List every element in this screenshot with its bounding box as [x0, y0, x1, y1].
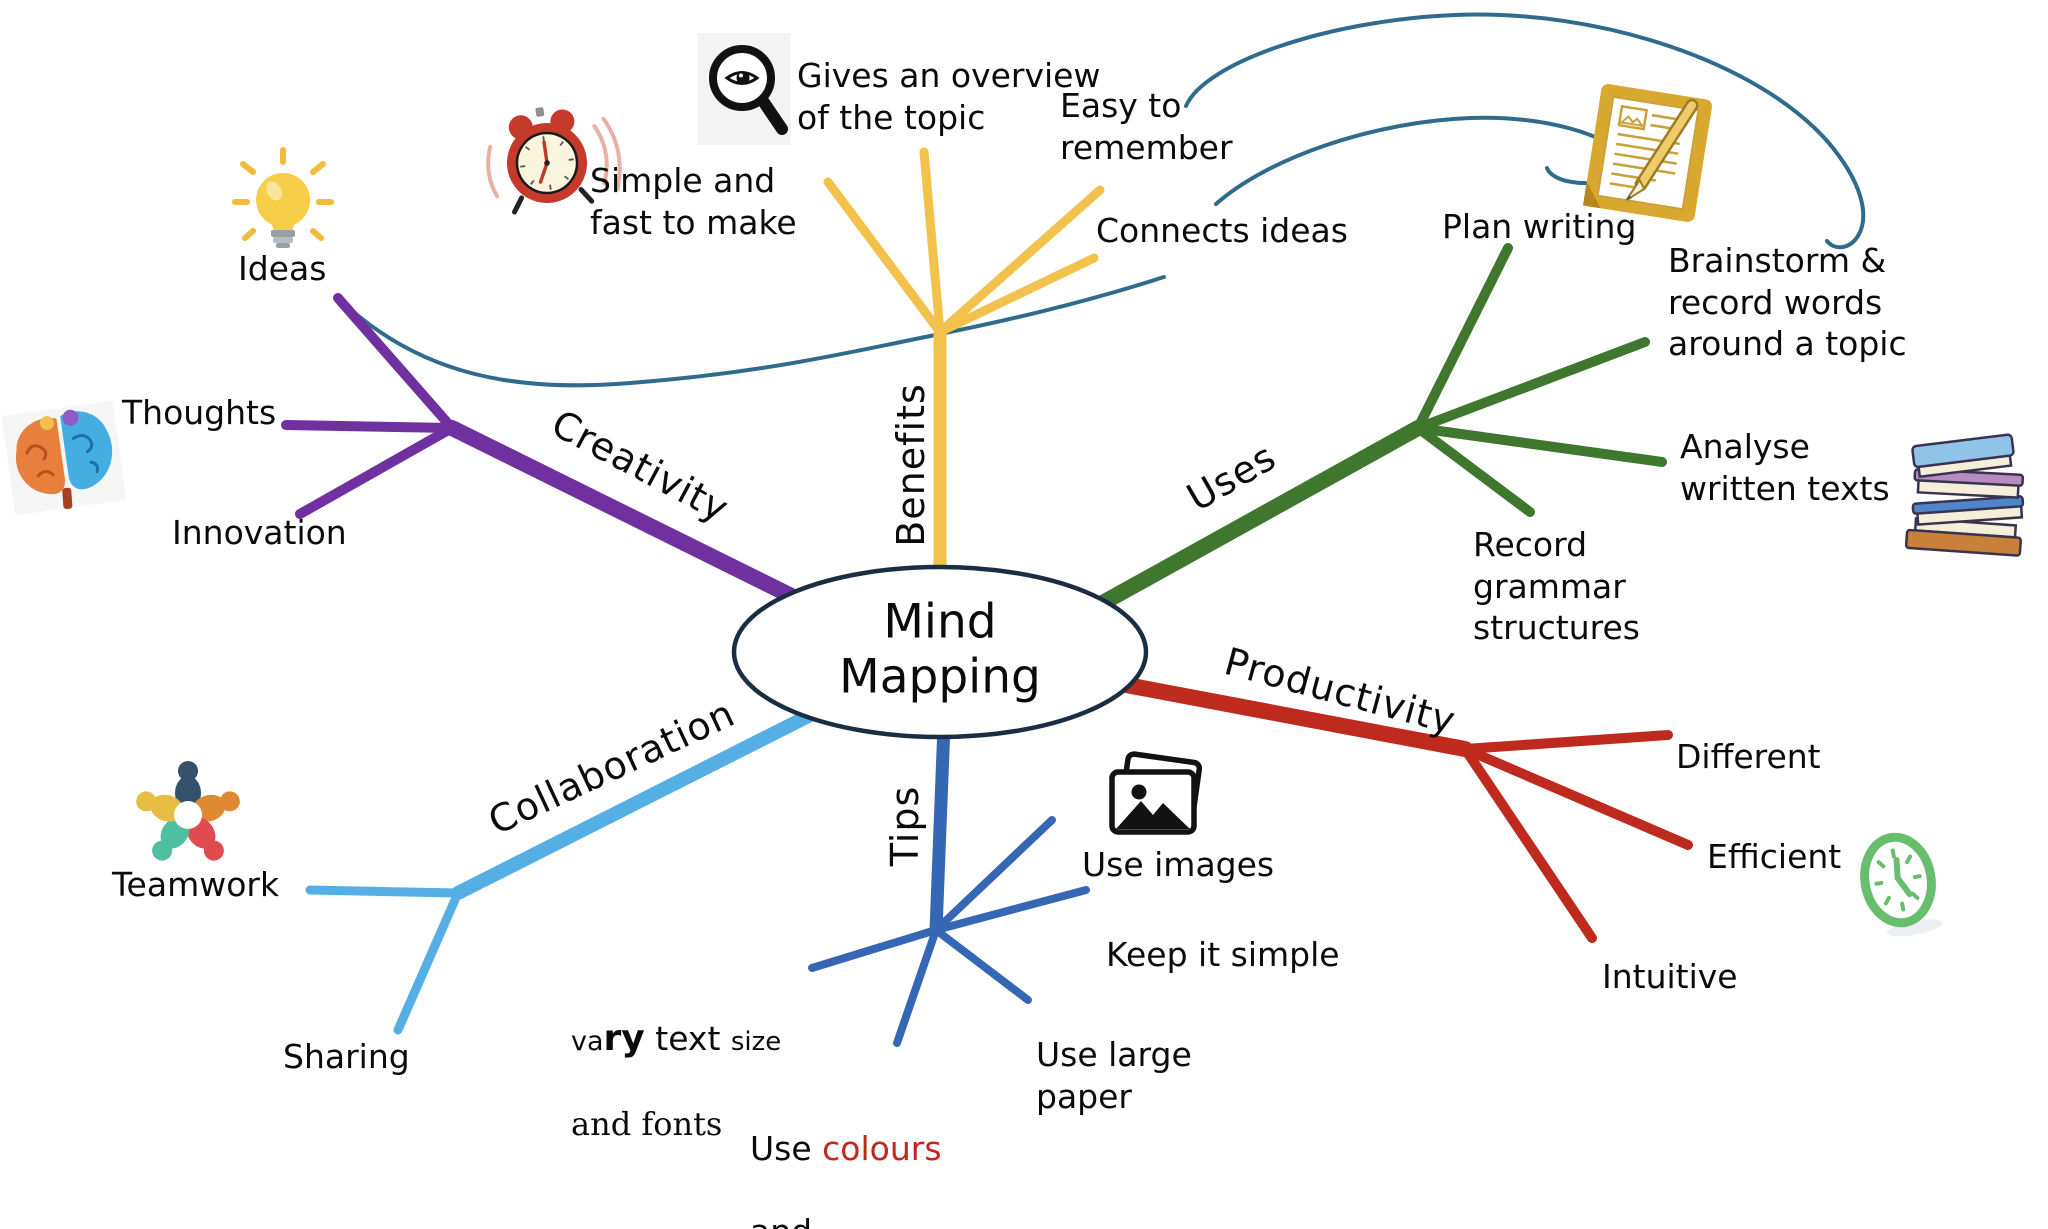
collaboration-main-line — [451, 693, 847, 900]
innovation-label: Innovation — [172, 513, 347, 552]
uses-main-line — [1082, 420, 1426, 618]
analyse-line — [1413, 423, 1667, 467]
clock-icon — [1860, 832, 1943, 937]
thoughts-label: Thoughts — [122, 393, 277, 432]
teamwork-line — [305, 885, 463, 898]
large-paper-label: Use large paper — [1036, 1035, 1192, 1116]
use-images-label: Use images — [1082, 845, 1275, 884]
use-colours-line — [893, 926, 940, 1047]
use-colours-label: Use colours and highlighting — [750, 1086, 952, 1229]
different-line — [1460, 730, 1673, 754]
large-paper-line — [932, 926, 1032, 1004]
use-images-line — [932, 816, 1056, 934]
use-colours-word-colours: colours — [822, 1128, 942, 1168]
photos-icon — [1109, 751, 1203, 835]
analyse-label: Analyse written texts — [1680, 427, 1890, 508]
grammar-label: Record grammar structures — [1473, 525, 1640, 648]
productivity-branch — [1092, 672, 1693, 943]
vary-word-size: size — [730, 1026, 782, 1057]
books-stack-icon — [1904, 433, 2025, 557]
creativity-main-line — [444, 420, 858, 633]
creativity-branch — [281, 293, 858, 633]
center-topic-ellipse — [731, 564, 1149, 740]
thoughts-line — [281, 420, 457, 433]
tips-label: Tips — [883, 785, 928, 867]
vary-text-line — [808, 926, 940, 972]
keep-simple-line — [932, 886, 1090, 934]
ideas-line — [333, 293, 457, 433]
connector-curve-connects-to-plan-writing — [1214, 115, 1628, 206]
magnifier-eye-icon — [697, 33, 791, 145]
brainstorm-line — [1413, 337, 1650, 433]
center-topic-label: Mind Mapping — [839, 594, 1041, 705]
lightbulb-icon — [232, 147, 334, 248]
connector-curve-ideas-to-connects — [334, 275, 1166, 388]
brainstorm-label: Brainstorm & record words around a topic — [1668, 241, 1907, 364]
innovation-line — [295, 423, 457, 519]
productivity-main-line — [1092, 672, 1473, 757]
notepad-pencil-icon — [1582, 84, 1713, 222]
benefits-label: Benefits — [889, 383, 934, 547]
benefits-branch — [823, 147, 1105, 647]
easy-remember-line — [935, 185, 1105, 337]
overview-label: Gives an overview of the topic — [797, 56, 1101, 137]
uses-branch — [1082, 243, 1667, 618]
efficient-label: Efficient — [1707, 837, 1842, 876]
plan-writing-label: Plan writing — [1442, 207, 1637, 246]
efficient-line — [1460, 744, 1693, 850]
tips-branch — [808, 693, 1090, 1047]
sharing-label: Sharing — [283, 1037, 410, 1076]
simple-fast-line — [823, 177, 945, 337]
connector-curve-remember-to-brainstorm — [1184, 12, 1866, 250]
sharing-line — [393, 888, 463, 1035]
easy-remember-label: Easy to remember — [1060, 86, 1233, 167]
intuitive-label: Intuitive — [1602, 957, 1738, 996]
overview-line — [919, 147, 945, 337]
plan-writing-line — [1413, 243, 1513, 433]
intuitive-line — [1460, 744, 1597, 943]
collaboration-branch — [305, 693, 847, 1035]
brain-icon — [1, 400, 127, 516]
vary-word-ry: ry — [603, 1017, 645, 1059]
use-colours-word-use: Use — [750, 1128, 823, 1168]
alarm-clock-icon — [486, 107, 622, 215]
connects-ideas-label: Connects ideas — [1096, 211, 1348, 250]
different-label: Different — [1676, 737, 1821, 776]
vary-word-text: text — [644, 1018, 731, 1058]
keep-simple-label: Keep it simple — [1106, 935, 1340, 974]
simple-fast-label: Simple and fast to make — [590, 161, 797, 242]
grammar-line — [1413, 423, 1535, 517]
use-colours-word-and: and — [750, 1212, 812, 1229]
ideas-label: Ideas — [238, 249, 327, 288]
connects-ideas-line — [935, 253, 1099, 337]
vary-text-label: vary text size and fonts — [571, 974, 781, 1144]
vary-word-and-fonts: and fonts — [571, 1104, 723, 1143]
vary-word-va: va — [571, 1025, 604, 1057]
teamwork-label: Teamwork — [112, 865, 280, 904]
teamwork-people-icon — [136, 761, 240, 861]
